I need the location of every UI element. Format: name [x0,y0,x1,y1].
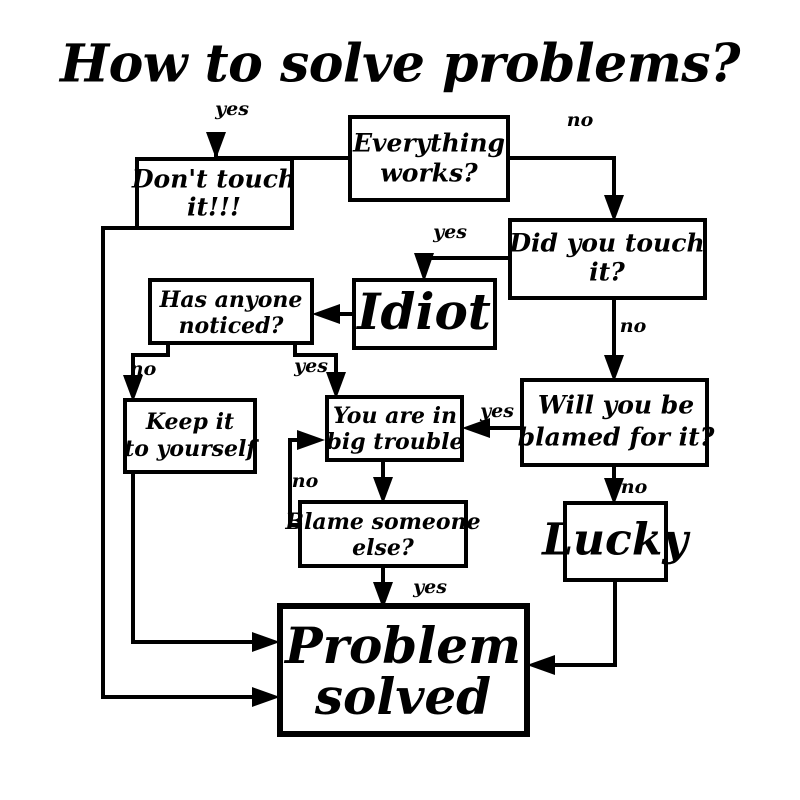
node-keep-it-line1: Keep it [145,409,234,435]
node-blame-someone-line1: Blame someone [284,509,480,535]
edge-label-no-noticed: no [130,358,157,380]
arrowhead-will-blamed [604,355,624,382]
node-problem-solved-box[interactable] [277,603,530,737]
edge-label-yes-blame-someone: yes [412,576,447,598]
node-blame-someone[interactable]: Blame someone else? [284,500,481,568]
node-keep-it[interactable]: Keep it to yourself [123,398,259,474]
node-everything-works[interactable]: Everything works? [348,115,510,202]
node-keep-it-line2: to yourself [124,436,259,462]
arrowhead-did-you-touch [604,195,624,222]
node-dont-touch-line1: Don't touch [131,165,296,194]
node-will-you-be-blamed[interactable]: Will you be blamed for it? [518,378,715,467]
edge-everything-yes [214,150,350,160]
node-big-trouble-box[interactable] [325,395,464,462]
edge-noticed-yes [293,343,338,382]
node-dont-touch-line2: it!!! [187,193,241,222]
node-has-anyone-noticed-line2: noticed? [179,313,285,339]
node-has-anyone-noticed-box[interactable] [148,278,314,345]
edge-label-yes-noticed: yes [293,355,328,377]
node-blame-someone-line2: else? [352,535,415,561]
edge-label-yes-everything: yes [214,98,249,120]
node-everything-works-line1: Everything [352,129,505,158]
arrowhead-big-trouble-right [462,418,490,438]
edge-lucky-solved [545,580,617,667]
node-did-you-touch-line1: Did you touch [508,229,704,258]
node-big-trouble-line2: big trouble [327,429,464,455]
arrowhead-dont-touch [206,132,226,159]
edge-label-no-touch: no [620,315,647,337]
node-will-you-be-blamed-box[interactable] [520,378,709,467]
node-blame-someone-box[interactable] [298,500,468,568]
edge-noticed-no [131,343,170,385]
edge-label-no-blamed: no [621,476,648,498]
arrowhead-lucky [604,478,624,505]
arrowhead-big-trouble-left [297,430,325,450]
edge-label-no-blame-someone: no [292,470,319,492]
edge-label-yes-blamed: yes [479,400,514,422]
arrowhead-keep-it [123,375,143,402]
node-problem-solved-line2: solved [314,667,491,726]
edge-label-no-everything: no [567,109,594,131]
arrowhead-problem-solved-top [373,582,393,609]
node-lucky[interactable]: Lucky [540,501,691,582]
arrowhead-problem-solved-right [527,655,555,675]
arrowhead-problem-solved-left-upper [252,632,280,652]
node-will-you-be-blamed-line1: Will you be [538,391,694,420]
edge-label-yes-touch: yes [432,221,467,243]
edge-touch-yes [422,256,510,265]
node-lucky-box[interactable] [563,501,668,582]
node-did-you-touch-line2: it? [589,258,625,287]
node-idiot[interactable]: Idiot [352,278,497,350]
arrowhead-problem-solved-left-lower [252,687,280,707]
arrowhead-blame-someone [373,477,393,504]
arrowhead-has-anyone-noticed [312,304,340,324]
node-layer: Everything works? Don't touch it!!! Did … [123,115,715,737]
edge-keep-it-solved [131,472,262,644]
arrowhead-idiot [414,253,434,282]
node-big-trouble-line1: You are in [333,403,457,429]
edge-everything-no [508,156,616,205]
page-title: How to solve problems? [58,34,741,95]
node-has-anyone-noticed[interactable]: Has anyone noticed? [148,278,314,345]
edge-label-layer: yes no yes no no yes yes no no yes [130,98,648,598]
node-has-anyone-noticed-line1: Has anyone [159,287,303,313]
node-did-you-touch[interactable]: Did you touch it? [508,218,707,300]
node-problem-solved-line1: Problem [283,616,521,675]
node-dont-touch-box[interactable] [135,157,294,230]
node-idiot-label: Idiot [355,282,491,341]
arrowhead-big-trouble-top [326,372,346,399]
node-big-trouble[interactable]: You are in big trouble [325,395,464,462]
node-dont-touch[interactable]: Don't touch it!!! [131,157,296,230]
node-everything-works-box[interactable] [348,115,510,202]
node-problem-solved[interactable]: Problem solved [277,603,530,737]
node-idiot-box[interactable] [352,278,497,350]
node-lucky-label: Lucky [540,515,691,566]
node-everything-works-line2: works? [380,159,478,188]
node-did-you-touch-box[interactable] [508,218,707,300]
node-keep-it-box[interactable] [123,398,257,474]
node-will-you-be-blamed-line2: blamed for it? [518,423,715,452]
